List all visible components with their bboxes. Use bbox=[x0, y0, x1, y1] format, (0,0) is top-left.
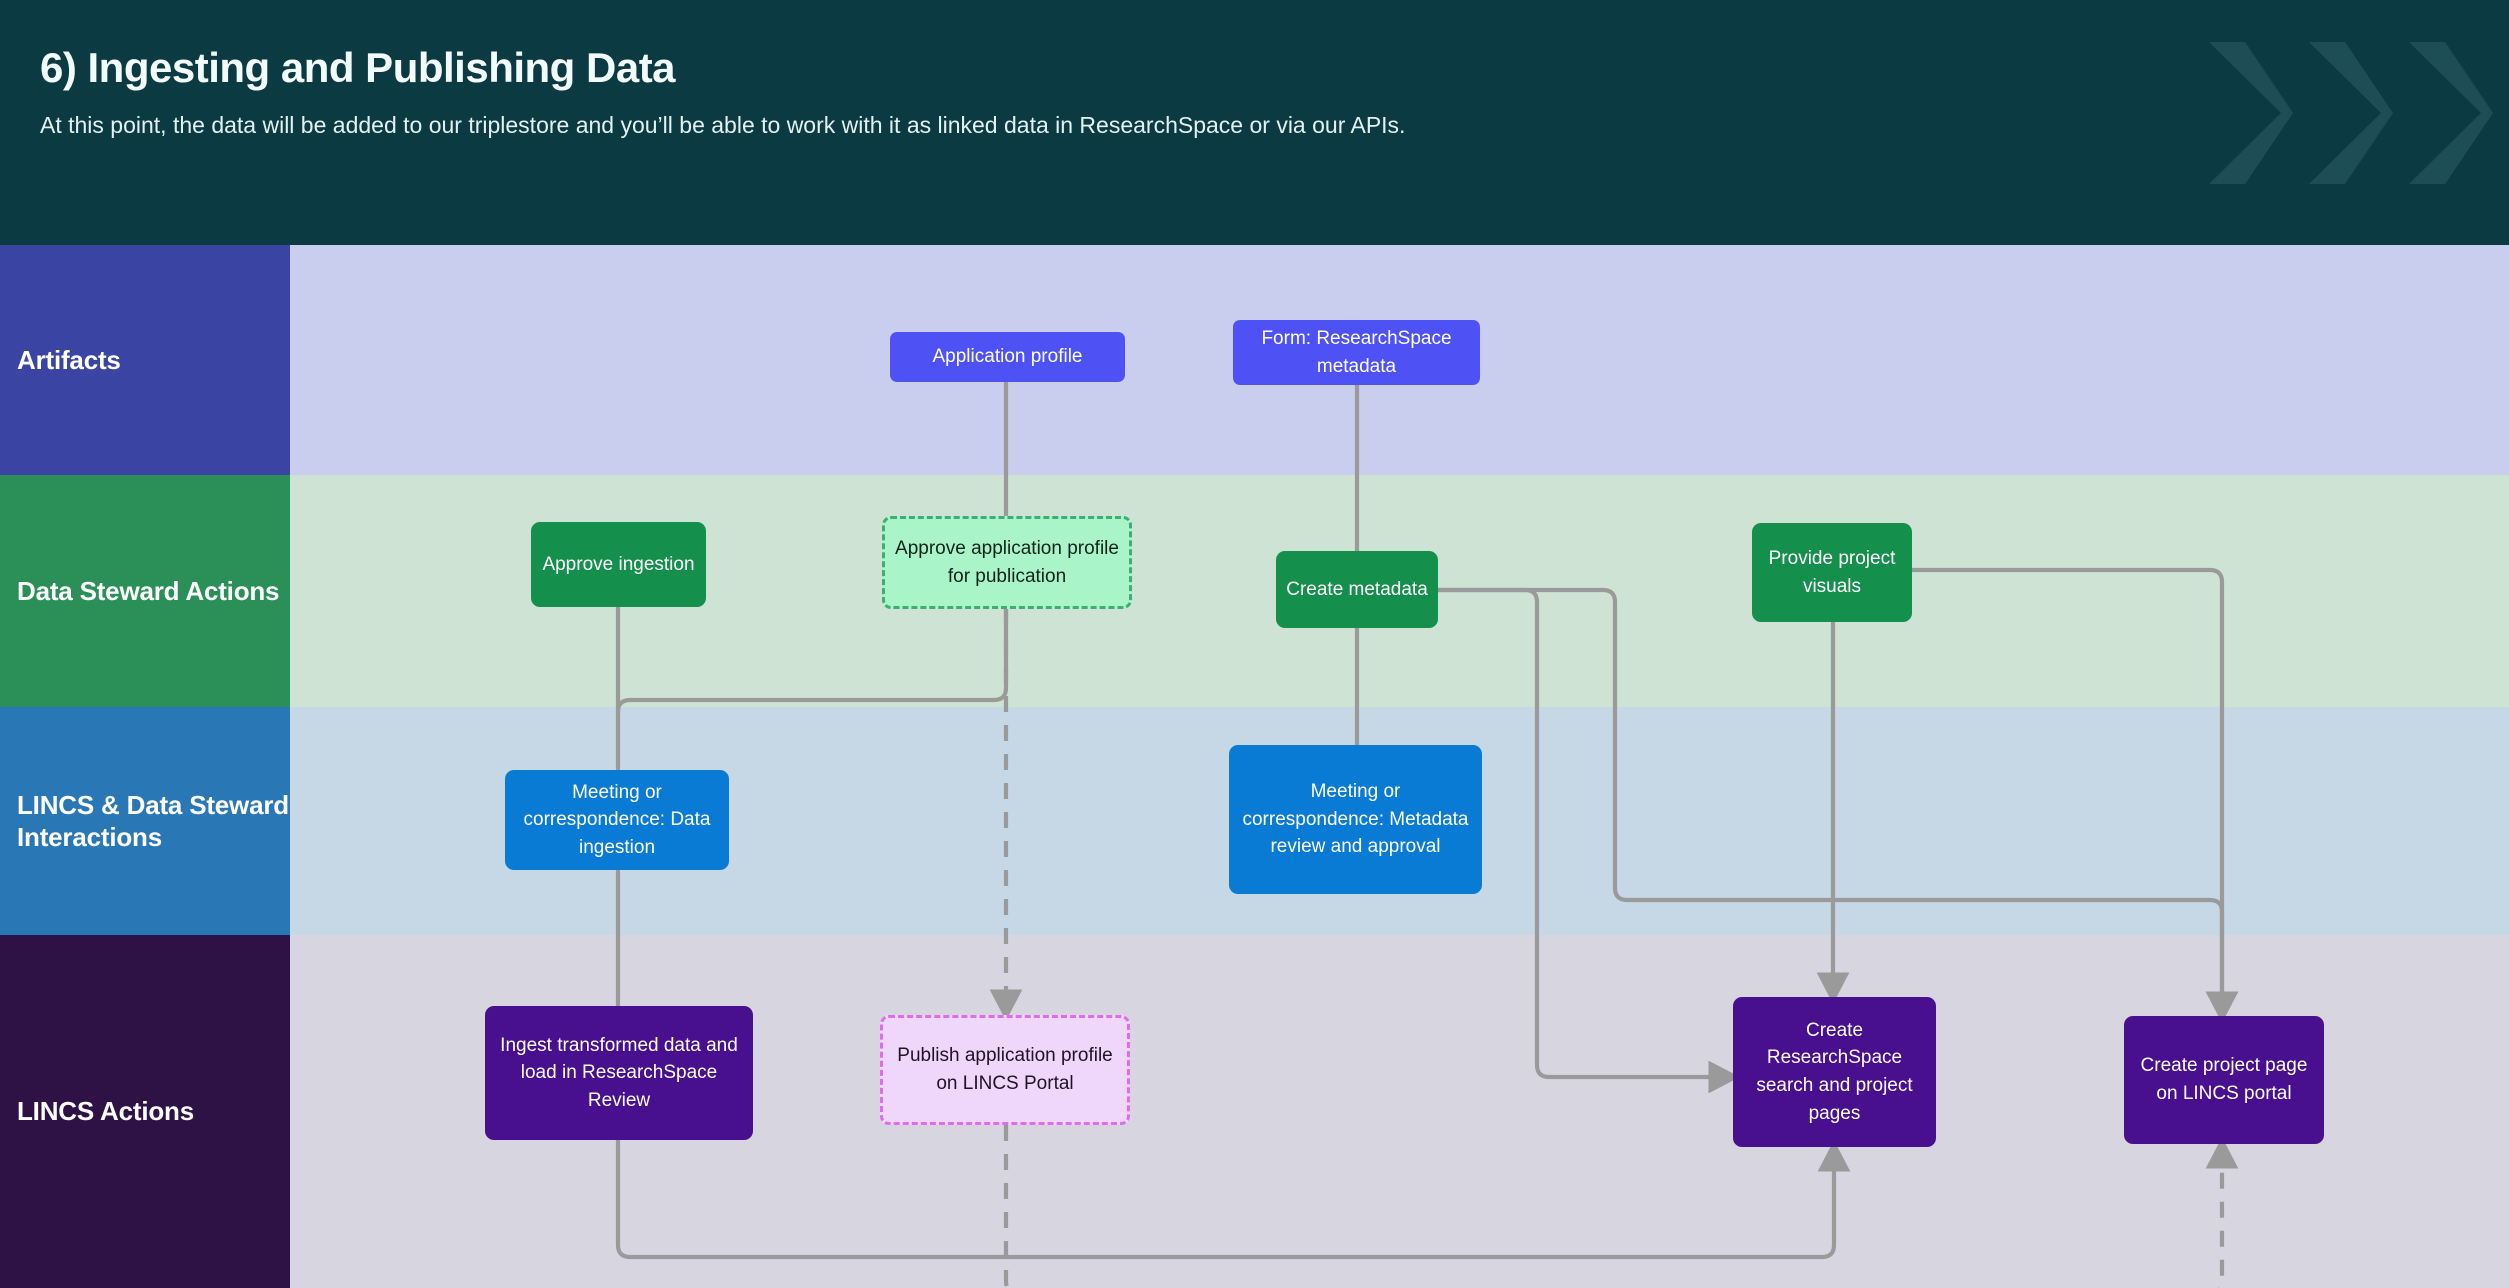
node-label: Ingest transformed data and load in Rese… bbox=[500, 1034, 738, 1111]
page-subtitle: At this point, the data will be added to… bbox=[40, 112, 1406, 139]
node-label: Create ResearchSpace search and project … bbox=[1756, 1019, 1913, 1124]
chevron-right-icon bbox=[2403, 38, 2499, 188]
swimlane-label-lincs-data-steward-interactions: LINCS & Data Steward Interactions bbox=[0, 707, 290, 935]
page-title: 6) Ingesting and Publishing Data bbox=[40, 44, 676, 91]
node-create-metadata[interactable]: Create metadata bbox=[1276, 551, 1438, 628]
node-provide-project-visuals[interactable]: Provide project visuals bbox=[1752, 523, 1912, 622]
swimlane-label-text: LINCS Actions bbox=[17, 1096, 195, 1127]
node-application-profile[interactable]: Application profile bbox=[890, 332, 1125, 382]
swimlane-label-data-steward-actions: Data Steward Actions bbox=[0, 475, 290, 707]
header-banner: 6) Ingesting and Publishing Data At this… bbox=[0, 0, 2509, 245]
node-approve-ingestion[interactable]: Approve ingestion bbox=[531, 522, 706, 607]
node-create-researchspace-search-and-project-pages[interactable]: Create ResearchSpace search and project … bbox=[1733, 997, 1936, 1147]
node-meeting-metadata-review[interactable]: Meeting or correspondence: Metadata revi… bbox=[1229, 745, 1482, 894]
node-form-researchspace-metadata[interactable]: Form: ResearchSpace metadata bbox=[1233, 320, 1480, 385]
header-text-block: 6) Ingesting and Publishing Data At this… bbox=[40, 44, 1440, 142]
node-label: Meeting or correspondence: Data ingestio… bbox=[523, 781, 711, 858]
node-meeting-data-ingestion[interactable]: Meeting or correspondence: Data ingestio… bbox=[505, 770, 729, 870]
swimlane-label-text: LINCS & Data Steward Interactions bbox=[17, 789, 289, 853]
node-publish-application-profile[interactable]: Publish application profile on LINCS Por… bbox=[880, 1015, 1130, 1125]
node-label: Publish application profile on LINCS Por… bbox=[897, 1045, 1113, 1094]
node-label: Form: ResearchSpace metadata bbox=[1261, 327, 1452, 377]
node-label: Create project page on LINCS portal bbox=[2140, 1055, 2308, 1104]
swimlane-label-text: Data Steward Actions bbox=[17, 575, 280, 606]
node-create-project-page-on-lincs-portal[interactable]: Create project page on LINCS portal bbox=[2124, 1016, 2324, 1144]
swimlane-label-text: Artifacts bbox=[17, 344, 121, 375]
node-label: Approve application profile for publicat… bbox=[895, 537, 1119, 587]
node-label: Meeting or correspondence: Metadata revi… bbox=[1242, 781, 1469, 858]
node-label: Approve ingestion bbox=[542, 553, 695, 575]
chevron-right-icon bbox=[2303, 38, 2399, 188]
node-label: Create metadata bbox=[1286, 578, 1428, 600]
swimlane-label-artifacts: Artifacts bbox=[0, 245, 290, 475]
node-approve-application-profile-for-publication[interactable]: Approve application profile for publicat… bbox=[882, 516, 1132, 609]
swimlane-data-steward-actions: Data Steward Actions bbox=[0, 475, 2509, 707]
swimlane-artifacts: Artifacts bbox=[0, 245, 2509, 475]
chevron-right-icon bbox=[2203, 38, 2299, 188]
node-label: Provide project visuals bbox=[1768, 547, 1896, 597]
node-ingest-transformed-data[interactable]: Ingest transformed data and load in Rese… bbox=[485, 1006, 753, 1140]
swimlane-label-lincs-actions: LINCS Actions bbox=[0, 935, 290, 1288]
node-label: Application profile bbox=[932, 346, 1083, 368]
